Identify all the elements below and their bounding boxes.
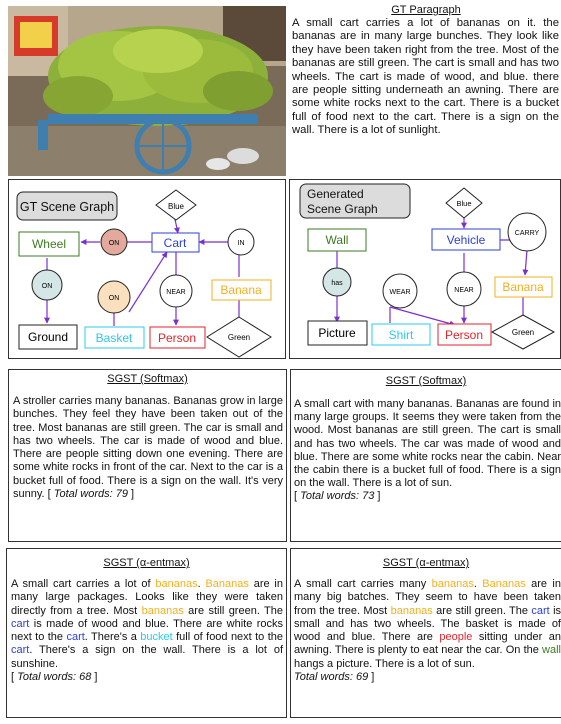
gt-paragraph-title: GT Paragraph bbox=[391, 4, 461, 16]
sgst-entmax-left-segment: cart bbox=[11, 644, 30, 657]
sgst-entmax-right-segment: people bbox=[439, 631, 473, 644]
sgst-entmax-left-segment: . There's a sign on the wall. There is a… bbox=[11, 644, 283, 670]
generated-scene-graph: Generated Scene Graph Blue CARRY Wall Ve… bbox=[299, 183, 556, 350]
gt-node-green: Green bbox=[228, 333, 250, 342]
sgst-entmax-right-segment: A small cart carries many bbox=[294, 578, 432, 590]
sgst-entmax-left-segment: Bananas bbox=[205, 578, 249, 590]
sgst-entmax-left-segment: full of food next to the bbox=[172, 631, 283, 644]
sgst-softmax-left-panel: SGST (Softmax) A stroller carries many b… bbox=[8, 369, 287, 542]
gen-node-green: Green bbox=[512, 328, 534, 337]
sgst-softmax-left-bracket-open: [ bbox=[47, 488, 54, 501]
sgst-entmax-right-segment: bananas bbox=[431, 578, 474, 590]
sgst-entmax-right-segment: hangs a picture. There is a lot of sun. bbox=[294, 657, 475, 670]
sgst-entmax-right-title: SGST (α-entmax) bbox=[382, 557, 470, 569]
gt-node-cart: Cart bbox=[164, 236, 187, 250]
sgst-entmax-left-segment: . There's a bbox=[84, 631, 141, 644]
gen-node-vehicle: Vehicle bbox=[447, 233, 486, 247]
gen-node-blue: Blue bbox=[456, 199, 471, 208]
sgst-entmax-left-segment: A small cart carries a lot of bbox=[11, 578, 156, 590]
sgst-entmax-right-segment: are still green. The bbox=[432, 604, 532, 617]
sgst-entmax-left-segment: bananas bbox=[141, 604, 184, 617]
sgst-entmax-left-body: A small cart carries a lot of bananas. B… bbox=[11, 578, 283, 684]
gt-scene-graph-panel: GT Scene Graph Blue Wheel ON Cart IN ON … bbox=[8, 179, 286, 359]
gt-scene-graph: GT Scene Graph Blue Wheel ON Cart IN ON … bbox=[16, 189, 272, 358]
sgst-entmax-left-segment: . bbox=[197, 578, 206, 590]
sgst-softmax-left-text: A stroller carries many bananas. Bananas… bbox=[13, 395, 283, 501]
gt-node-person: Person bbox=[158, 331, 196, 345]
sgst-entmax-left-total-words: Total words: 68 bbox=[17, 671, 92, 684]
sgst-entmax-right-segment: is small and has two wheels. The basket … bbox=[294, 604, 561, 644]
gt-node-on-1: ON bbox=[109, 240, 120, 247]
sgst-entmax-left-panel: SGST (α-entmax) A small cart carries a l… bbox=[6, 548, 287, 718]
gen-node-shirt: Shirt bbox=[389, 328, 414, 342]
gen-node-carry: CARRY bbox=[515, 230, 540, 237]
sgst-entmax-left-segment: bananas bbox=[155, 578, 198, 590]
gt-paragraph-text: A small cart carries a lot of bananas on… bbox=[292, 17, 559, 137]
sgst-softmax-right-text: A small cart with many bananas. Bananas … bbox=[294, 398, 561, 490]
sgst-entmax-left-segment: are still green. The bbox=[183, 604, 283, 617]
sgst-entmax-right-segment: Bananas bbox=[482, 578, 526, 590]
sgst-entmax-left-segment: are in many large packages. Looks like t… bbox=[11, 578, 283, 617]
gen-node-wall: Wall bbox=[326, 233, 349, 247]
gt-node-near: NEAR bbox=[166, 289, 185, 296]
gt-node-on-3: ON bbox=[109, 295, 120, 302]
gt-node-in: IN bbox=[238, 240, 245, 247]
sgst-entmax-left-segment: bucket bbox=[140, 631, 173, 644]
sgst-softmax-left-bracket-close: ] bbox=[127, 488, 135, 501]
gen-node-near: NEAR bbox=[454, 287, 473, 294]
gen-node-person: Person bbox=[445, 328, 483, 342]
gt-node-basket: Basket bbox=[96, 331, 133, 345]
sgst-entmax-right-panel: SGST (α-entmax) A small cart carries man… bbox=[290, 548, 561, 718]
gt-node-banana: Banana bbox=[220, 283, 262, 297]
gt-node-ground: Ground bbox=[28, 330, 68, 344]
gt-scene-graph-title: GT Scene Graph bbox=[20, 200, 114, 214]
sgst-entmax-right-segment: wall bbox=[542, 644, 561, 657]
sgst-entmax-left-bracket-open: [ bbox=[11, 671, 18, 684]
sgst-softmax-right-body: A small cart with many bananas. Bananas … bbox=[294, 398, 561, 504]
sgst-entmax-left-segment: cart bbox=[11, 617, 30, 630]
generated-scene-graph-panel: Generated Scene Graph Blue CARRY Wall Ve… bbox=[289, 179, 561, 359]
sgst-entmax-left-text: A small cart carries a lot of bananas. B… bbox=[11, 578, 283, 670]
sgst-entmax-right-total-words: Total words: 69 bbox=[294, 671, 369, 684]
sgst-entmax-right-segment: sitting under an awning. There is plenty… bbox=[294, 631, 561, 657]
gt-node-wheel: Wheel bbox=[32, 237, 66, 251]
sgst-entmax-left-segment: is made of wood and blue. There are whit… bbox=[11, 617, 283, 644]
gt-node-on-2: ON bbox=[42, 283, 53, 290]
sgst-entmax-right-bracket-close: ] bbox=[368, 671, 375, 684]
gt-node-blue: Blue bbox=[168, 202, 185, 211]
gen-node-has: has bbox=[331, 280, 343, 287]
sgst-softmax-right-title: SGST (Softmax) bbox=[385, 375, 467, 387]
sgst-softmax-left-total-words: Total words: 79 bbox=[53, 488, 128, 501]
sgst-entmax-right-text: A small cart carries many bananas. Banan… bbox=[294, 578, 561, 670]
sgst-entmax-right-body: A small cart carries many bananas. Banan… bbox=[294, 578, 561, 684]
sgst-entmax-right-segment: cart bbox=[531, 604, 550, 617]
sgst-entmax-right-segment: . bbox=[473, 578, 483, 590]
sgst-softmax-right-bracket-open: [ bbox=[294, 490, 301, 503]
sgst-softmax-right-bracket-close: ] bbox=[374, 490, 381, 503]
banana-cart-photo bbox=[8, 6, 286, 176]
gen-node-wear: WEAR bbox=[390, 289, 411, 296]
sgst-entmax-left-title: SGST (α-entmax) bbox=[103, 557, 190, 569]
sgst-entmax-right-segment: are in many big batches. They seem to ha… bbox=[294, 578, 561, 617]
sgst-entmax-left-bracket-close: ] bbox=[91, 671, 98, 684]
generated-scene-graph-title-line1: Generated bbox=[307, 187, 364, 201]
gen-node-banana: Banana bbox=[502, 280, 544, 294]
photo-illustration bbox=[8, 6, 286, 176]
sgst-entmax-right-segment: bananas bbox=[390, 604, 433, 617]
sgst-softmax-left-body: A stroller carries many bananas. Bananas… bbox=[13, 395, 283, 501]
generated-scene-graph-title-line2: Scene Graph bbox=[307, 202, 378, 216]
gen-node-picture: Picture bbox=[318, 326, 356, 340]
sgst-softmax-left-title: SGST (Softmax) bbox=[107, 373, 188, 385]
sgst-softmax-right-panel: SGST (Softmax) A small cart with many ba… bbox=[290, 369, 561, 542]
sgst-entmax-left-segment: cart bbox=[66, 631, 85, 644]
sgst-softmax-right-total-words: Total words: 73 bbox=[300, 490, 375, 503]
